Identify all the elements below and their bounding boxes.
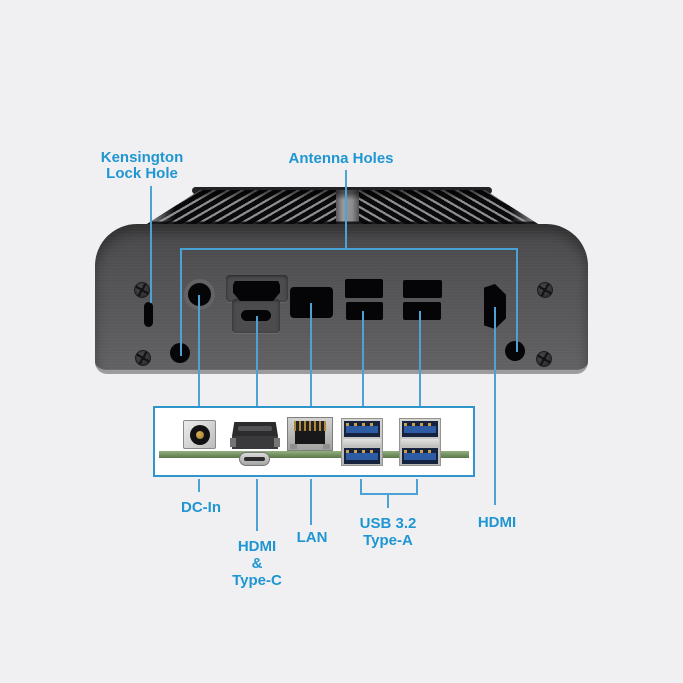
hdmi-connector-base (232, 436, 278, 449)
callout-line-usb2-top (419, 311, 421, 406)
kensington-lock-slot (144, 302, 153, 327)
kensington-lock-label-line1: Kensington (100, 149, 184, 166)
callout-line-usb-stem (387, 495, 389, 508)
hdmi-connector-tab (230, 438, 236, 447)
kensington-lock-label: Kensington Lock Hole (101, 150, 184, 182)
screw-icon (537, 282, 553, 298)
usb-a-tongue (346, 426, 378, 433)
callout-line-lan-bottom (310, 479, 312, 525)
usb-32-type-a-label-line2: Type-A (363, 532, 413, 549)
dc-in-label: DC-In (181, 500, 221, 516)
lan-connector (287, 417, 333, 451)
callout-line-usb-bracket-left (360, 479, 362, 495)
lan-connector-foot (290, 444, 297, 449)
callout-line-usb1-top (362, 311, 364, 406)
callout-line-antenna-stem (345, 170, 347, 250)
callout-line-dc-top (198, 295, 200, 406)
lan-connector-foot (323, 444, 330, 449)
usb-a-pins (346, 450, 374, 453)
hdmi-connector-slot (238, 426, 272, 431)
hdmi-port-vertical (484, 284, 506, 329)
lan-label-text: LAN (296, 529, 328, 546)
usb-32-type-a-label: USB 3.2 Type-A (360, 515, 417, 549)
hdmi-connector (230, 422, 280, 449)
hdmi-label-text: HDMI (477, 514, 517, 531)
pcb-bar (159, 451, 469, 458)
kensington-lock-label-line2: Lock Hole (106, 165, 178, 182)
dc-in-port (188, 283, 211, 306)
lan-connector-cavity (295, 431, 325, 444)
callout-line-kensington (150, 186, 152, 303)
usb-c-port-cutout (241, 310, 271, 321)
hdmi-label: HDMI (478, 515, 516, 531)
usb-a-tongue (346, 453, 378, 460)
hdmi-type-c-label: HDMI & Type-C (232, 538, 282, 589)
usb-a-pins (346, 423, 374, 426)
callout-line-hdmi-type-c-bottom (256, 479, 258, 531)
usb-a-tongue (404, 426, 436, 433)
callout-line-usb-bracket-right (416, 479, 418, 495)
usb-a-pins (404, 423, 432, 426)
heatsink-fins (147, 190, 538, 224)
usb-a-port-cutout (403, 302, 441, 320)
screw-icon (134, 282, 150, 298)
callout-line-lan-top (310, 303, 312, 406)
callout-line-dc-bottom (198, 479, 200, 492)
callout-line-antenna-right (516, 248, 518, 352)
usb-a-stack-connector (399, 418, 441, 466)
callout-line-hdmi (494, 307, 496, 505)
usb-32-type-a-label-line1: USB 3.2 (359, 515, 417, 532)
usb-a-port-cutout (345, 279, 383, 298)
io-detail-box (153, 406, 475, 477)
dc-jack-pin (196, 431, 204, 439)
antenna-holes-label-text: Antenna Holes (288, 150, 394, 167)
usb-c-connector-slot (244, 457, 265, 461)
callout-line-type-c-top (256, 316, 258, 406)
usb-a-stack-band (401, 439, 439, 447)
dc-in-label-text: DC-In (181, 499, 221, 516)
usb-c-connector (239, 452, 270, 466)
screw-icon (536, 351, 552, 367)
callout-line-usb-bracket (360, 493, 418, 495)
hdmi-type-c-label-line3: Type-C (232, 572, 282, 589)
usb-a-port-cutout (403, 280, 442, 298)
lan-connector-pins (294, 421, 326, 431)
callout-line-antenna-bracket (180, 248, 518, 250)
usb-a-stack-connector (341, 418, 383, 466)
dc-jack-connector (183, 420, 216, 449)
usb-a-port-cutout (346, 302, 383, 320)
lan-label: LAN (297, 530, 328, 546)
hdmi-type-c-label-line1: HDMI (237, 538, 277, 555)
antenna-hole-right (505, 341, 525, 361)
heatsink-shading (147, 190, 538, 224)
usb-a-tongue (404, 453, 436, 460)
usb-a-pins (404, 450, 432, 453)
screw-icon (135, 350, 151, 366)
callout-line-antenna-left (180, 248, 182, 356)
hdmi-connector-tab (274, 438, 280, 447)
usb-a-stack-band (343, 439, 381, 447)
antenna-holes-label: Antenna Holes (288, 151, 393, 167)
hdmi-type-c-label-line2: & (251, 555, 263, 572)
hdmi-port-cutout (233, 281, 280, 301)
